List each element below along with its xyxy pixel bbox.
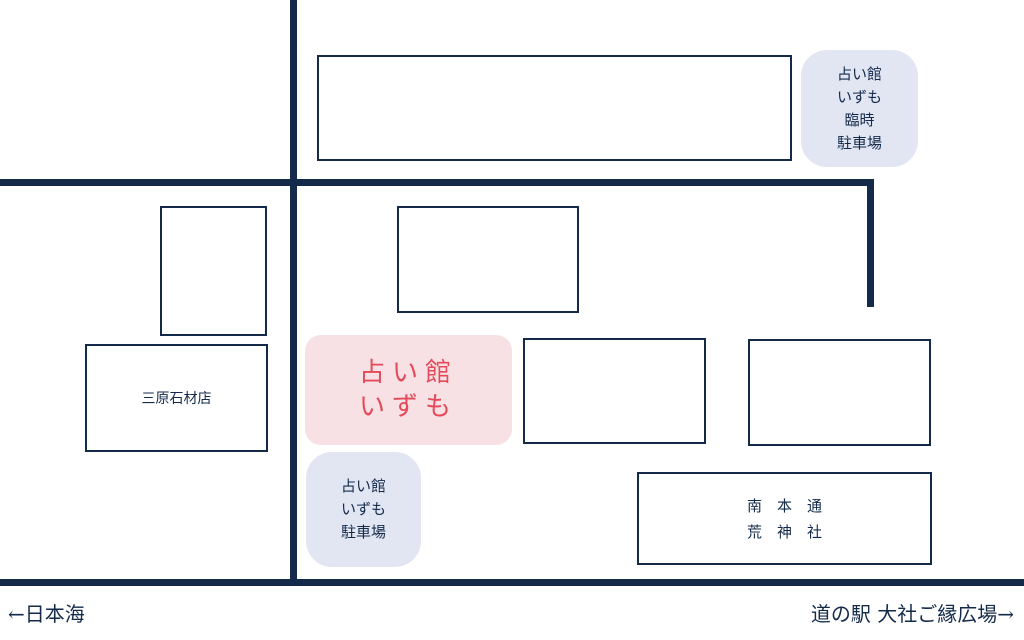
- shrine-label-line1: 南 本 通: [746, 496, 822, 515]
- temp-parking-line3: 臨時: [844, 110, 875, 129]
- stone-shop-building: 三原石材店: [85, 344, 268, 452]
- temp-parking-line4: 駐車場: [836, 133, 882, 152]
- fortune-shop-name-line2: いずも: [358, 392, 458, 422]
- building-top-long: [317, 55, 792, 161]
- road-horizontal-upper: [0, 179, 874, 186]
- building-center-upper: [397, 206, 579, 313]
- road-vertical-main: [290, 0, 297, 586]
- temp-parking-line1: 占い館: [836, 64, 882, 83]
- building-left-upper: [160, 206, 267, 336]
- main-parking-line3: 駐車場: [340, 523, 386, 541]
- temp-parking-line2: いずも: [836, 87, 882, 106]
- temporary-parking-bubble: 占い館 いずも 臨時 駐車場: [801, 50, 918, 167]
- road-branch-right: [867, 179, 874, 307]
- direction-left-label: ←日本海: [8, 602, 85, 626]
- direction-right-label: 道の駅 大社ご縁広場→: [810, 602, 1014, 626]
- stone-shop-label: 三原石材店: [141, 391, 212, 407]
- road-horizontal-main: [0, 579, 1024, 586]
- shrine-label-line2: 荒 神 社: [746, 522, 822, 541]
- building-right-lower: [748, 339, 931, 446]
- fortune-shop-highlight: 占い館 いずも: [305, 335, 512, 445]
- shrine-building: 南 本 通 荒 神 社: [637, 472, 932, 565]
- main-parking-line2: いずも: [340, 500, 386, 518]
- fortune-shop-name-line1: 占い館: [358, 358, 458, 388]
- main-parking-line1: 占い館: [340, 477, 386, 495]
- building-center-lower: [523, 338, 706, 444]
- main-parking-bubble: 占い館 いずも 駐車場: [306, 452, 421, 567]
